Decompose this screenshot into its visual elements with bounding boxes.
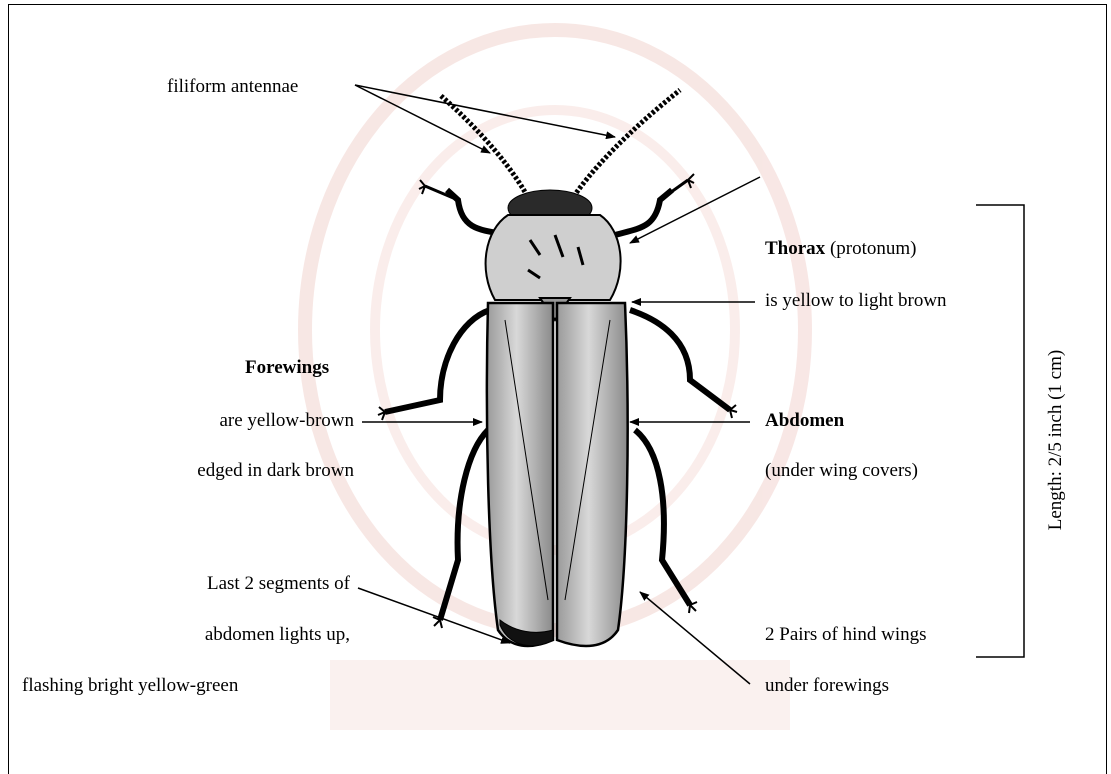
label-forewings-title: Forewings xyxy=(245,357,329,379)
label-abdomen-title: Abdomen xyxy=(765,410,844,432)
label-thorax-title: Thorax xyxy=(765,238,825,259)
label-forewings-line2: edged in dark brown xyxy=(130,460,354,482)
label-lights-line3: flashing bright yellow-green xyxy=(22,675,238,697)
watermark-emblem xyxy=(305,30,805,730)
label-length: Length: 2/5 inch (1 cm) xyxy=(1045,350,1067,530)
label-hind-wings-line2: under forewings xyxy=(765,675,889,697)
label-antennae: filiform antennae xyxy=(167,76,298,98)
label-forewings-line1: are yellow-brown xyxy=(150,410,354,432)
label-abdomen-desc: (under wing covers) xyxy=(765,460,918,482)
label-thorax-paren: (protonum) xyxy=(825,238,916,259)
length-bracket xyxy=(976,205,1024,657)
label-lights-line1: Last 2 segments of xyxy=(100,573,350,595)
label-hind-wings-line1: 2 Pairs of hind wings xyxy=(765,624,927,646)
label-lights-line2: abdomen lights up, xyxy=(100,624,350,646)
label-thorax: Thorax (protonum) xyxy=(765,238,916,260)
label-thorax-desc: is yellow to light brown xyxy=(765,290,947,312)
